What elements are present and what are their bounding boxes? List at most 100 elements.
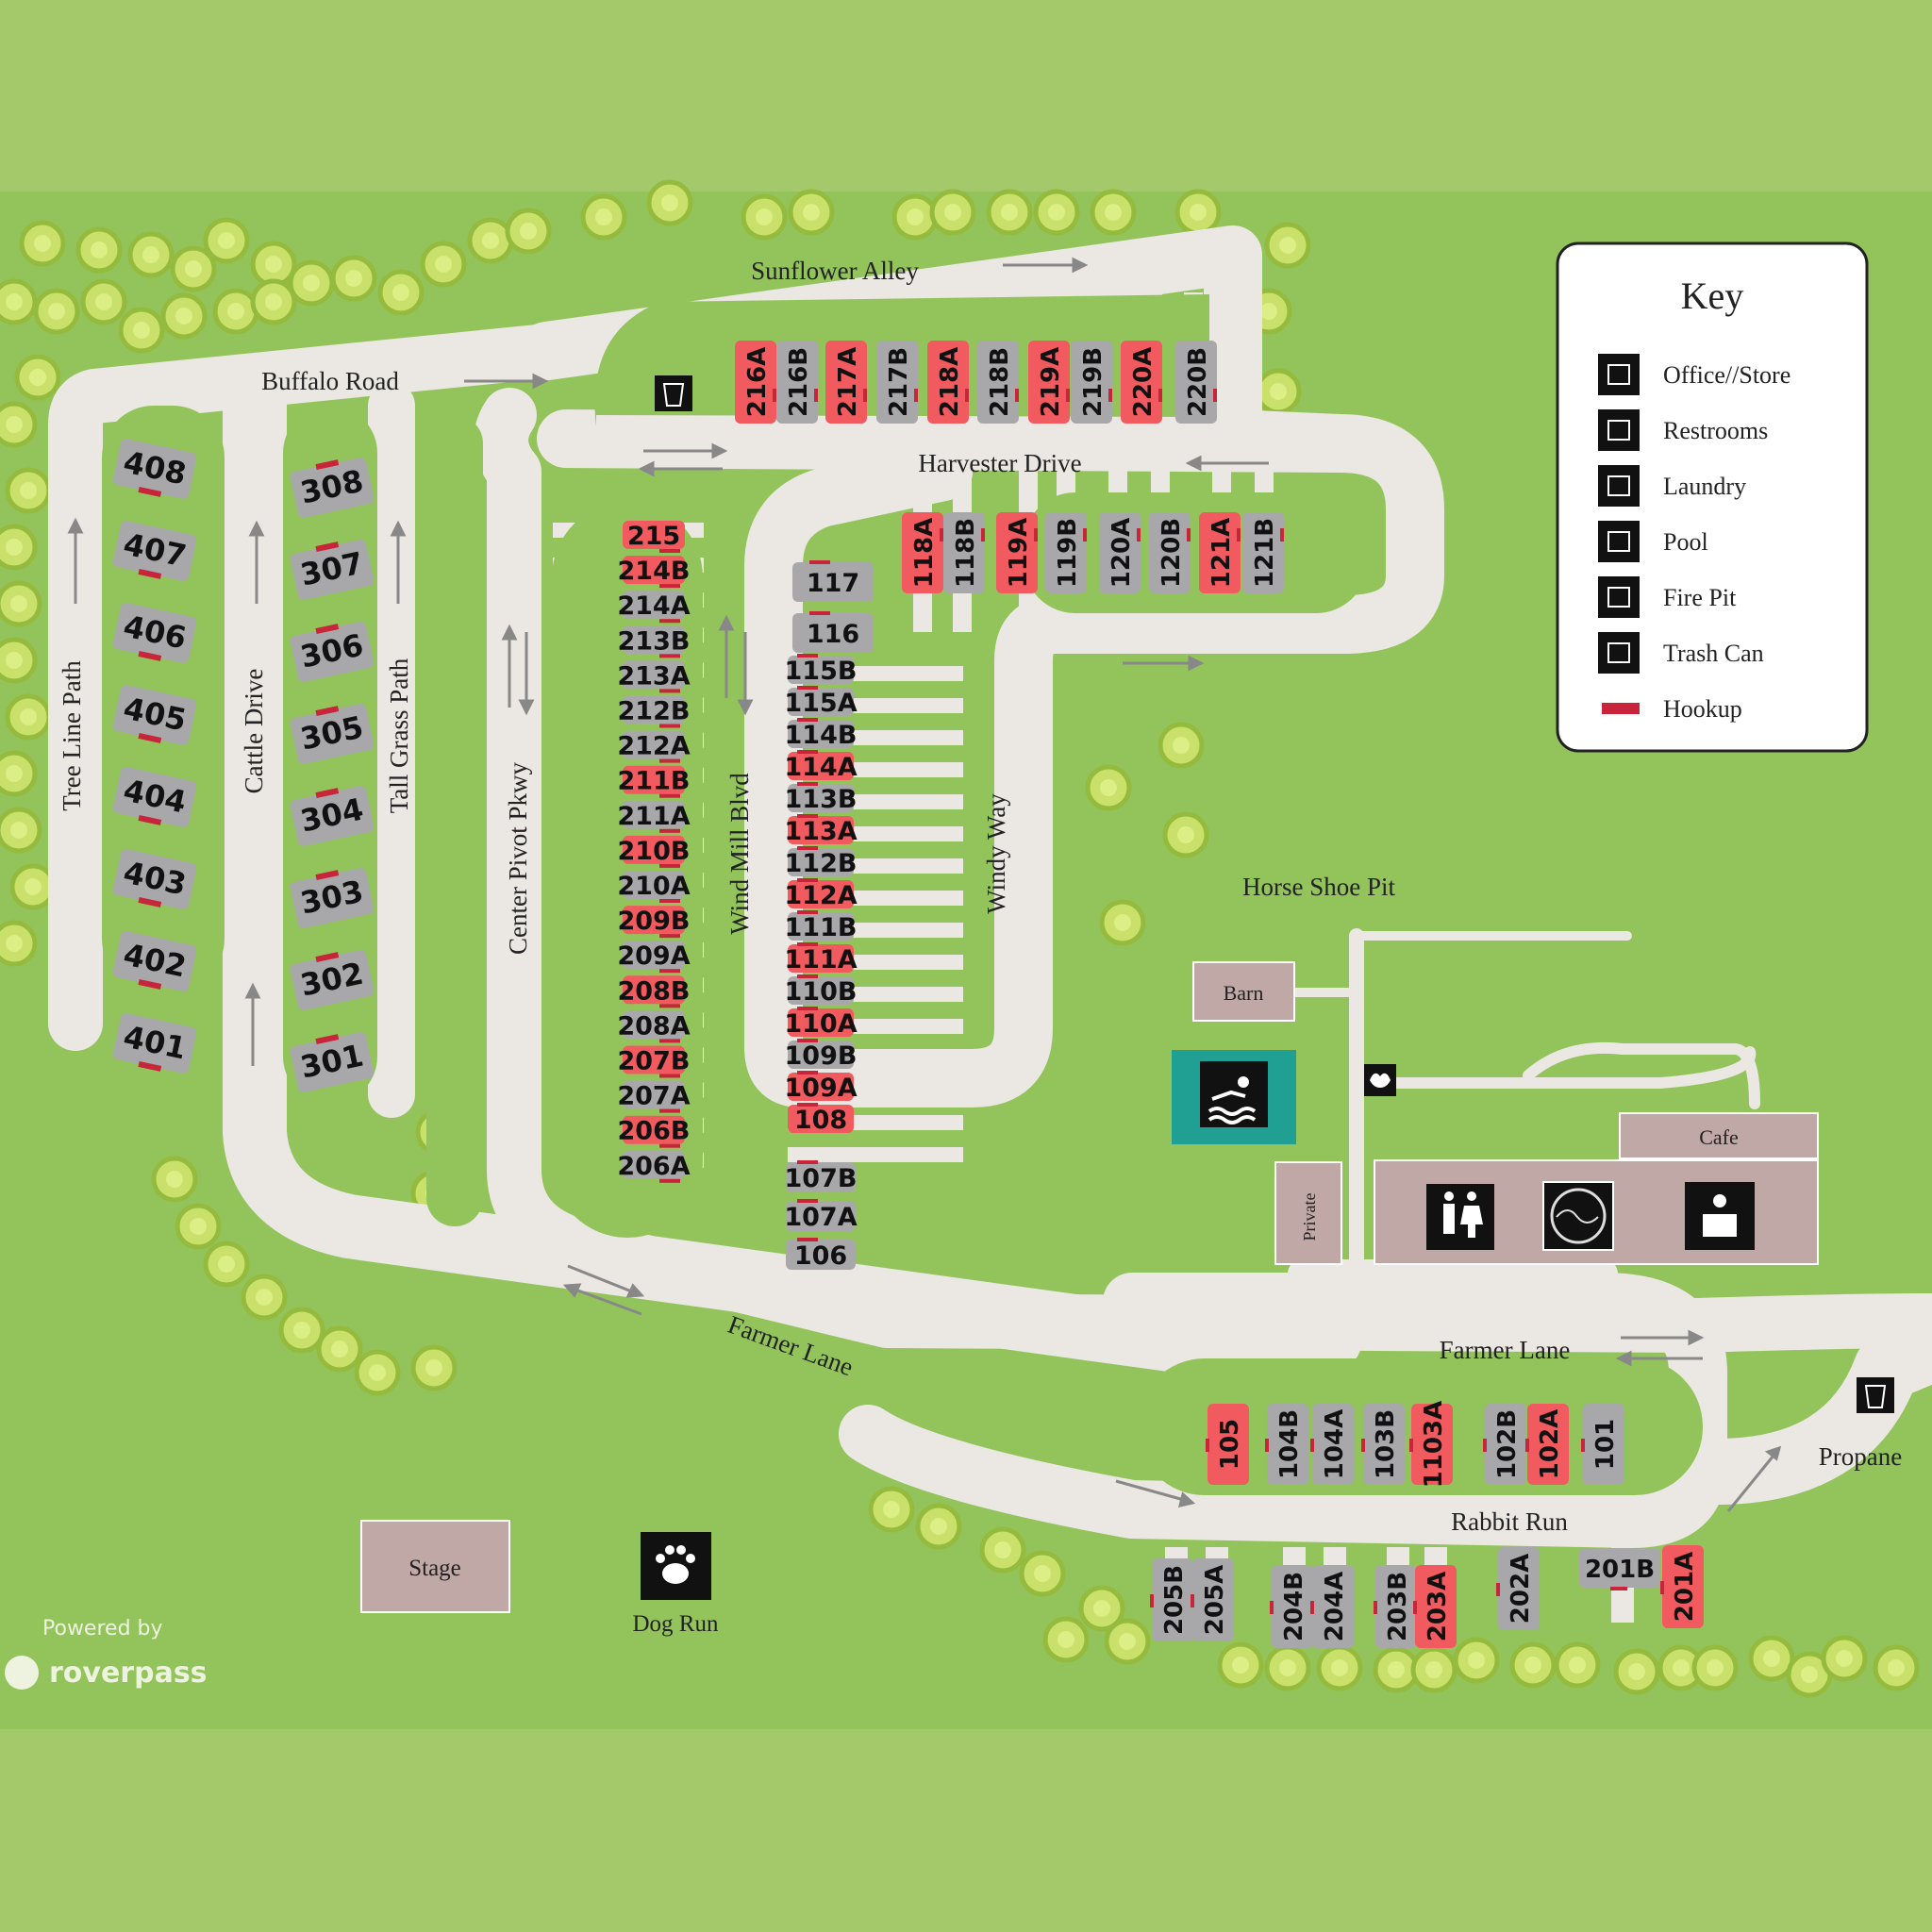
campsite-201B[interactable]: 201B	[1579, 1548, 1660, 1591]
campsite-301[interactable]: 301	[289, 1028, 375, 1093]
campsite-210A[interactable]: 210A	[617, 871, 691, 903]
campsite-113A[interactable]: 113A	[784, 814, 858, 846]
campsite-208B[interactable]: 208B	[618, 975, 691, 1008]
campsite-113B[interactable]: 113B	[785, 782, 858, 814]
cafe-building[interactable]	[1619, 1112, 1819, 1159]
campsite-120B[interactable]: 120B	[1149, 512, 1191, 593]
campsite-219A[interactable]: 219A	[1028, 341, 1070, 424]
campsite-407[interactable]: 407	[111, 520, 197, 585]
campsite-202A[interactable]: 202A	[1496, 1547, 1540, 1630]
campsite-104B[interactable]: 104B	[1265, 1404, 1308, 1485]
campsite-110B[interactable]: 110B	[785, 974, 858, 1007]
campsite-201A[interactable]: 201A	[1660, 1545, 1704, 1628]
campsite-103B[interactable]: 103B	[1361, 1404, 1405, 1485]
campsite-204A[interactable]: 204A	[1310, 1565, 1354, 1648]
campsite-114B[interactable]: 114B	[785, 718, 858, 750]
campsite-101[interactable]: 101	[1581, 1404, 1624, 1485]
campsite-213B[interactable]: 213B	[618, 625, 691, 658]
campsite-401[interactable]: 401	[111, 1012, 197, 1077]
campsite-207A[interactable]: 207A	[617, 1080, 691, 1113]
campsite-107B[interactable]: 107B	[785, 1160, 858, 1193]
campsite-211A[interactable]: 211A	[617, 800, 691, 833]
campsite-118B[interactable]: 118B	[943, 512, 985, 593]
laundry-icon[interactable]	[1542, 1181, 1614, 1251]
campsite-404[interactable]: 404	[111, 766, 197, 831]
campsite-105[interactable]: 105	[1206, 1404, 1249, 1485]
restrooms-icon[interactable]	[1426, 1184, 1494, 1250]
campsite-213A[interactable]: 213A	[617, 660, 691, 693]
campsite-403[interactable]: 403	[111, 848, 197, 913]
campsite-117[interactable]: 117	[792, 560, 874, 602]
campsite-220A[interactable]: 220A	[1121, 341, 1162, 424]
campsite-106[interactable]: 106	[786, 1238, 856, 1271]
campsite-116[interactable]: 116	[792, 611, 874, 653]
campsite-220B[interactable]: 220B	[1175, 341, 1217, 424]
campsite-102A[interactable]: 102A	[1525, 1404, 1569, 1485]
campsite-307[interactable]: 307	[289, 536, 375, 601]
campsite-405[interactable]: 405	[111, 684, 197, 749]
campsite-210B[interactable]: 210B	[618, 835, 691, 868]
campsite-303[interactable]: 303	[289, 864, 375, 929]
campsite-112B[interactable]: 112B	[785, 846, 858, 878]
campsite-205A[interactable]: 205A	[1191, 1558, 1234, 1641]
campsite-208A[interactable]: 208A	[617, 1010, 691, 1043]
campsite-219B[interactable]: 219B	[1071, 341, 1112, 424]
campsite-label: 104A	[1321, 1409, 1349, 1479]
campsite-302[interactable]: 302	[289, 946, 375, 1011]
campsite-206B[interactable]: 206B	[618, 1115, 691, 1148]
campsite-120A[interactable]: 120A	[1099, 512, 1141, 593]
campsite-214A[interactable]: 214A	[617, 591, 691, 624]
campsite-215[interactable]: 215	[623, 521, 685, 553]
campsite-217A[interactable]: 217A	[825, 341, 867, 424]
campsite-209A[interactable]: 209A	[617, 941, 691, 974]
campsite-206A[interactable]: 206A	[617, 1150, 691, 1183]
campsite-306[interactable]: 306	[289, 618, 375, 683]
campsite-305[interactable]: 305	[289, 700, 375, 765]
campsite-118A[interactable]: 118A	[902, 512, 943, 593]
campsite-115B[interactable]: 115B	[785, 654, 858, 686]
campsite-218A[interactable]: 218A	[927, 341, 969, 424]
campsite-212A[interactable]: 212A	[617, 730, 691, 763]
campsite-216B[interactable]: 216B	[776, 341, 818, 424]
campsite-205B[interactable]: 205B	[1150, 1558, 1193, 1641]
campsite-102B[interactable]: 102B	[1483, 1404, 1526, 1485]
campsite-212B[interactable]: 212B	[618, 695, 691, 728]
campsite-109B[interactable]: 109B	[785, 1039, 858, 1071]
campsite-112A[interactable]: 112A	[784, 878, 858, 910]
campsite-111B[interactable]: 111B	[785, 910, 858, 942]
campsite-119B[interactable]: 119B	[1045, 512, 1087, 593]
campsite-108[interactable]: 108	[788, 1103, 854, 1135]
campsite-119A[interactable]: 119A	[996, 512, 1038, 593]
campsite-109A[interactable]: 109A	[784, 1071, 858, 1103]
barn-building[interactable]	[1192, 961, 1295, 1022]
campsite-402[interactable]: 402	[111, 930, 197, 995]
campsite-308[interactable]: 308	[289, 454, 375, 519]
campsite-209B[interactable]: 209B	[618, 906, 691, 939]
campsite-121A[interactable]: 121A	[1199, 512, 1241, 593]
site-pad	[788, 944, 854, 973]
campsite-408[interactable]: 408	[111, 438, 197, 503]
campsite-114A[interactable]: 114A	[784, 750, 858, 782]
campsite-406[interactable]: 406	[111, 602, 197, 667]
campsite-104A[interactable]: 104A	[1310, 1404, 1354, 1485]
campsite-214B[interactable]: 214B	[618, 556, 691, 589]
campsite-label: 203B	[1384, 1572, 1412, 1641]
stage-building[interactable]	[360, 1520, 510, 1613]
campsite-217B[interactable]: 217B	[876, 341, 918, 424]
campsite-111A[interactable]: 111A	[784, 942, 858, 974]
campsite-107A[interactable]: 107A	[784, 1199, 858, 1232]
campsite-203A[interactable]: 203A	[1413, 1565, 1457, 1648]
campsite-211B[interactable]: 211B	[618, 765, 691, 798]
campsite-204B[interactable]: 204B	[1270, 1565, 1313, 1648]
campsite-1103A[interactable]: 1103A	[1409, 1401, 1453, 1489]
hookup-marker	[315, 624, 340, 634]
campsite-304[interactable]: 304	[289, 782, 375, 847]
campsite-203B[interactable]: 203B	[1374, 1565, 1417, 1648]
campsite-label: 204A	[1321, 1572, 1349, 1641]
campsite-218B[interactable]: 218B	[977, 341, 1019, 424]
campsite-110A[interactable]: 110A	[784, 1007, 858, 1039]
campsite-115A[interactable]: 115A	[784, 686, 858, 718]
campsite-216A[interactable]: 216A	[735, 341, 776, 424]
campsite-207B[interactable]: 207B	[618, 1045, 691, 1078]
campsite-121B[interactable]: 121B	[1242, 512, 1284, 593]
